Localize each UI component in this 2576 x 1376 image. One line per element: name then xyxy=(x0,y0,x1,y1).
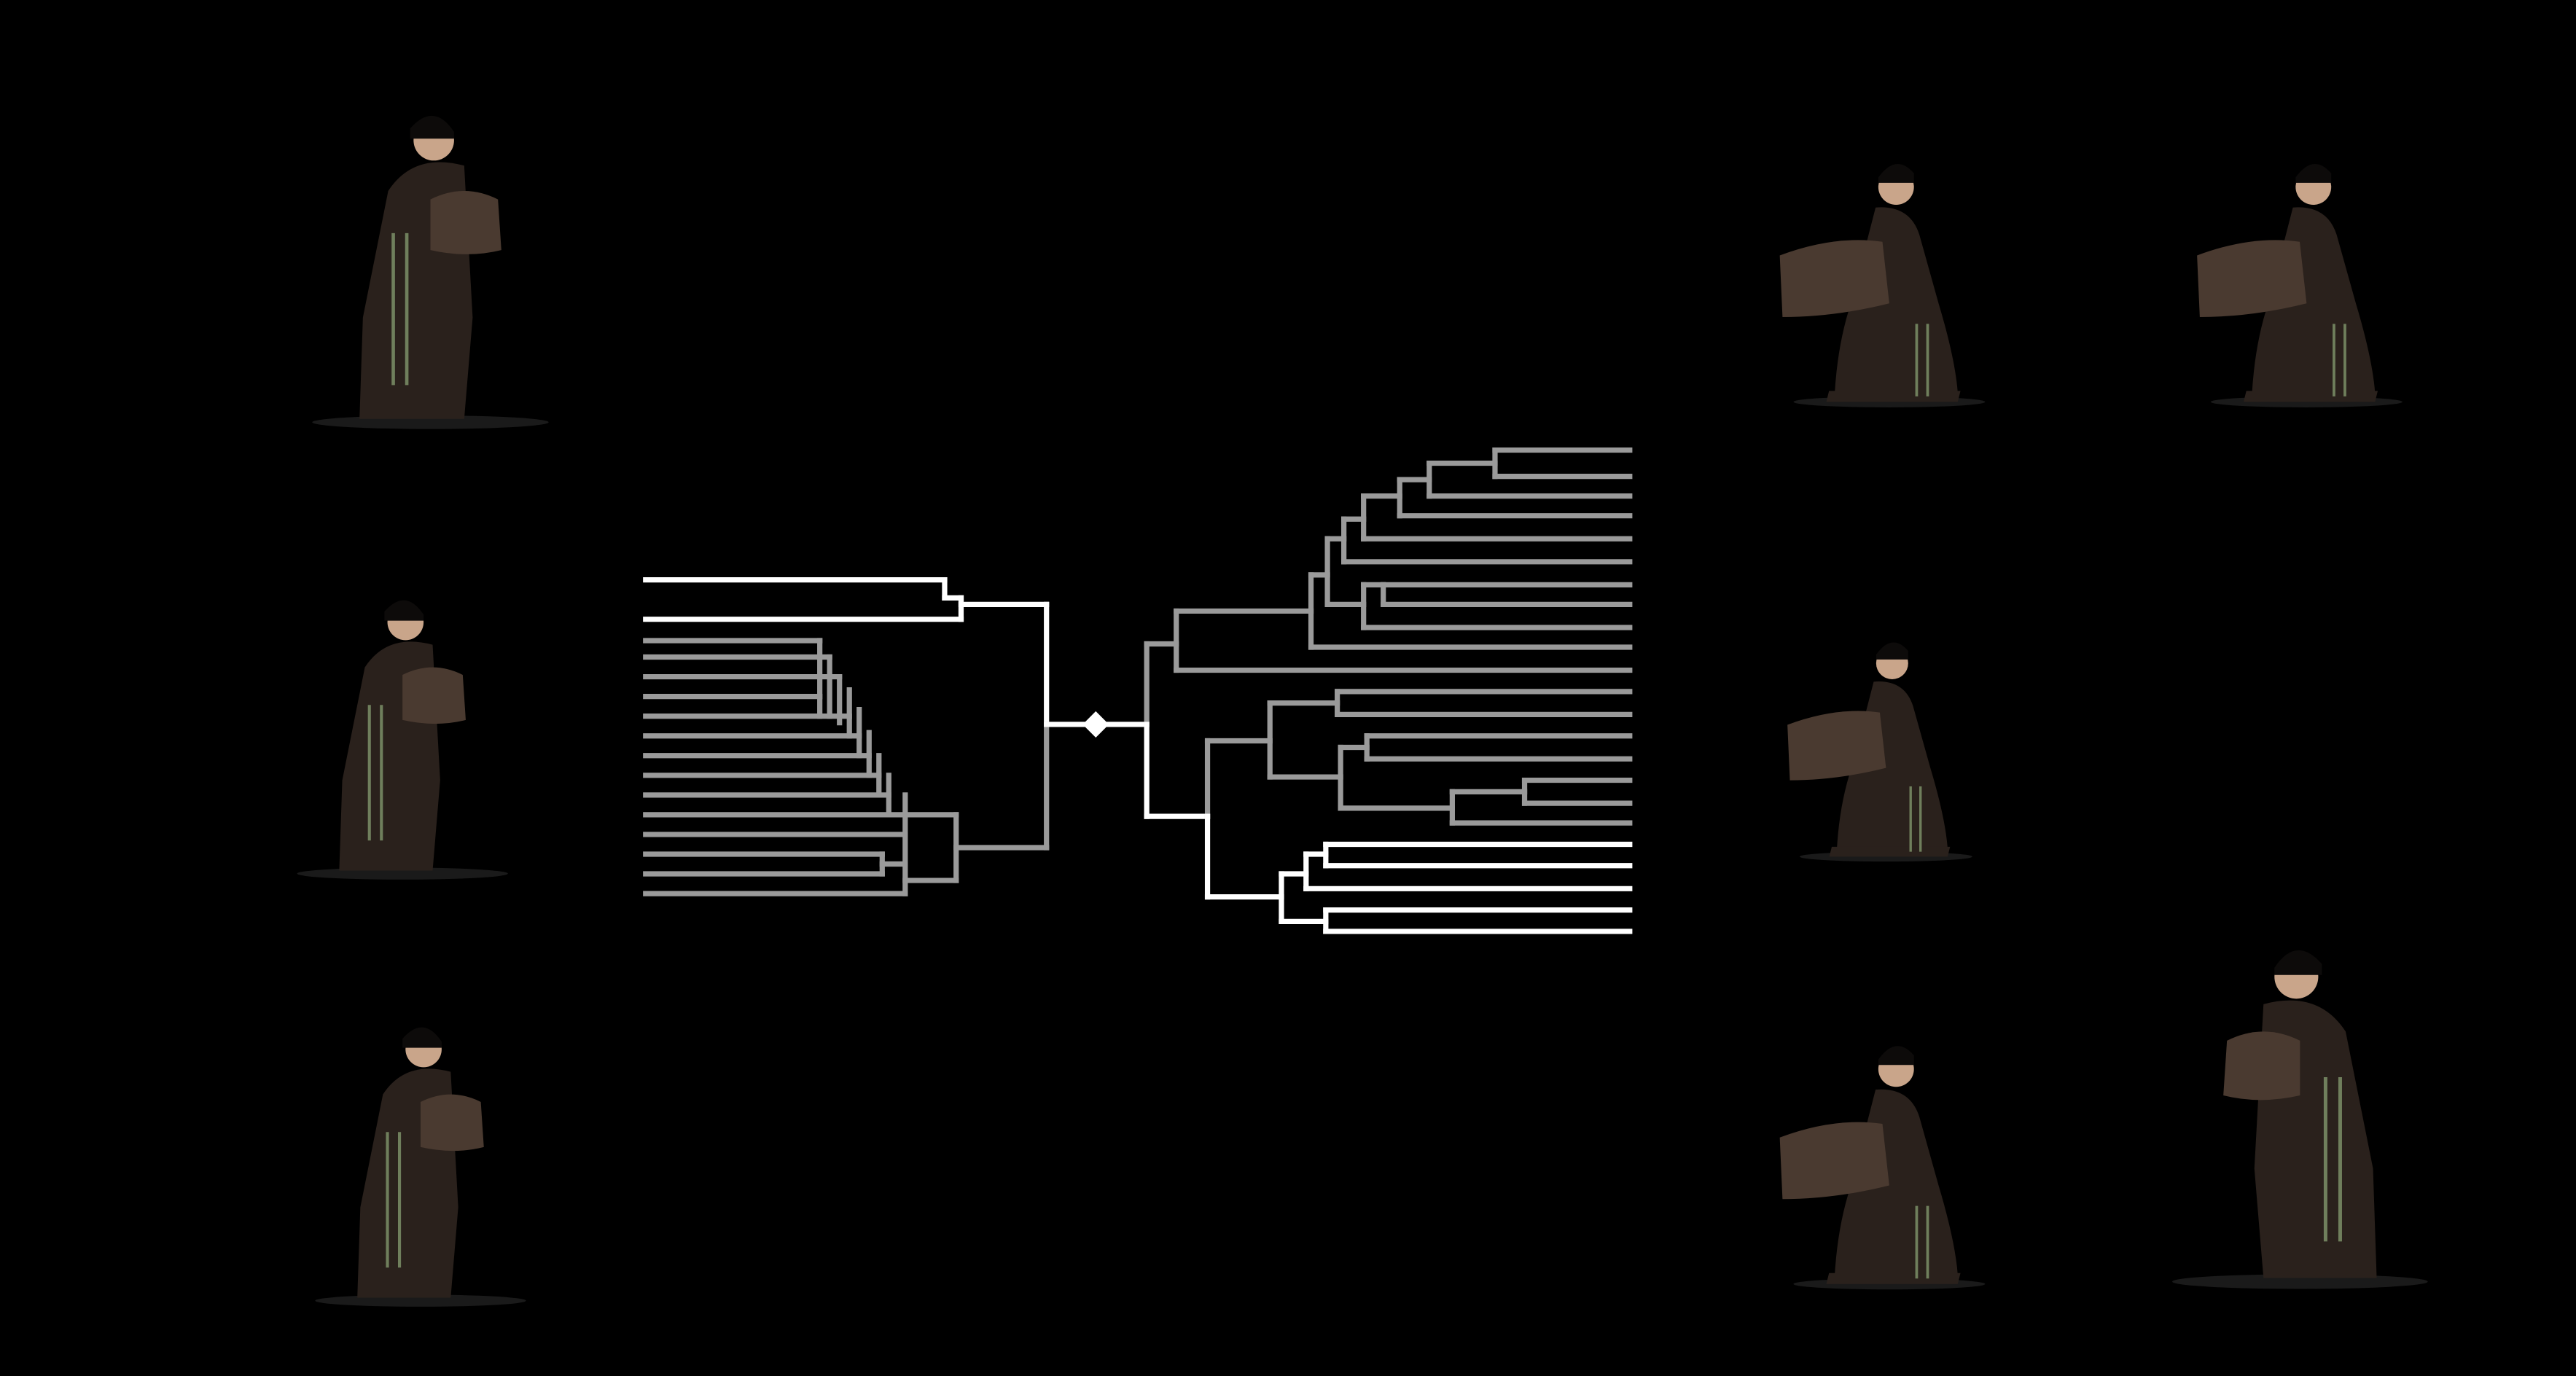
figure-right-2 xyxy=(2197,163,2403,407)
figure-right-5 xyxy=(2172,950,2428,1289)
sleeve xyxy=(1779,240,1889,317)
hat xyxy=(402,1027,442,1048)
figure-left-3 xyxy=(315,1027,526,1307)
hat xyxy=(410,115,454,139)
robe-hem xyxy=(1826,391,1961,402)
cord xyxy=(367,705,383,841)
robe-hem xyxy=(2243,391,2378,402)
figure-right-4 xyxy=(1779,1046,1986,1290)
hat xyxy=(1878,1046,1914,1066)
figure-left-2 xyxy=(297,600,508,880)
sleeve xyxy=(2223,1031,2300,1101)
sleeve xyxy=(2197,240,2307,317)
cord xyxy=(1915,1205,1929,1279)
figure-right-1 xyxy=(1779,163,1986,407)
robe-hem xyxy=(1826,1273,1961,1284)
cord xyxy=(2333,324,2346,396)
floor-shadow xyxy=(315,1294,526,1307)
robe-hem xyxy=(1829,846,1951,857)
root-diamond-node xyxy=(1082,711,1109,738)
hat xyxy=(2295,163,2332,183)
hat xyxy=(1878,163,1914,183)
sleeve xyxy=(420,1094,484,1152)
hat xyxy=(384,600,424,621)
cord xyxy=(391,232,409,386)
figure-left-1 xyxy=(312,115,549,429)
hat xyxy=(1876,642,1908,660)
sleeve xyxy=(430,191,501,254)
cord xyxy=(386,1132,402,1268)
figures-layer xyxy=(297,115,2428,1307)
hat xyxy=(2274,950,2322,975)
dendrogram xyxy=(643,447,1633,934)
floor-shadow xyxy=(297,867,508,880)
cord xyxy=(1909,786,1922,852)
figure-right-3 xyxy=(1787,642,1972,862)
sleeve xyxy=(1779,1122,1889,1200)
cord xyxy=(1915,324,1929,396)
sleeve xyxy=(1787,711,1886,781)
cord xyxy=(2323,1077,2342,1242)
sleeve xyxy=(402,667,466,724)
